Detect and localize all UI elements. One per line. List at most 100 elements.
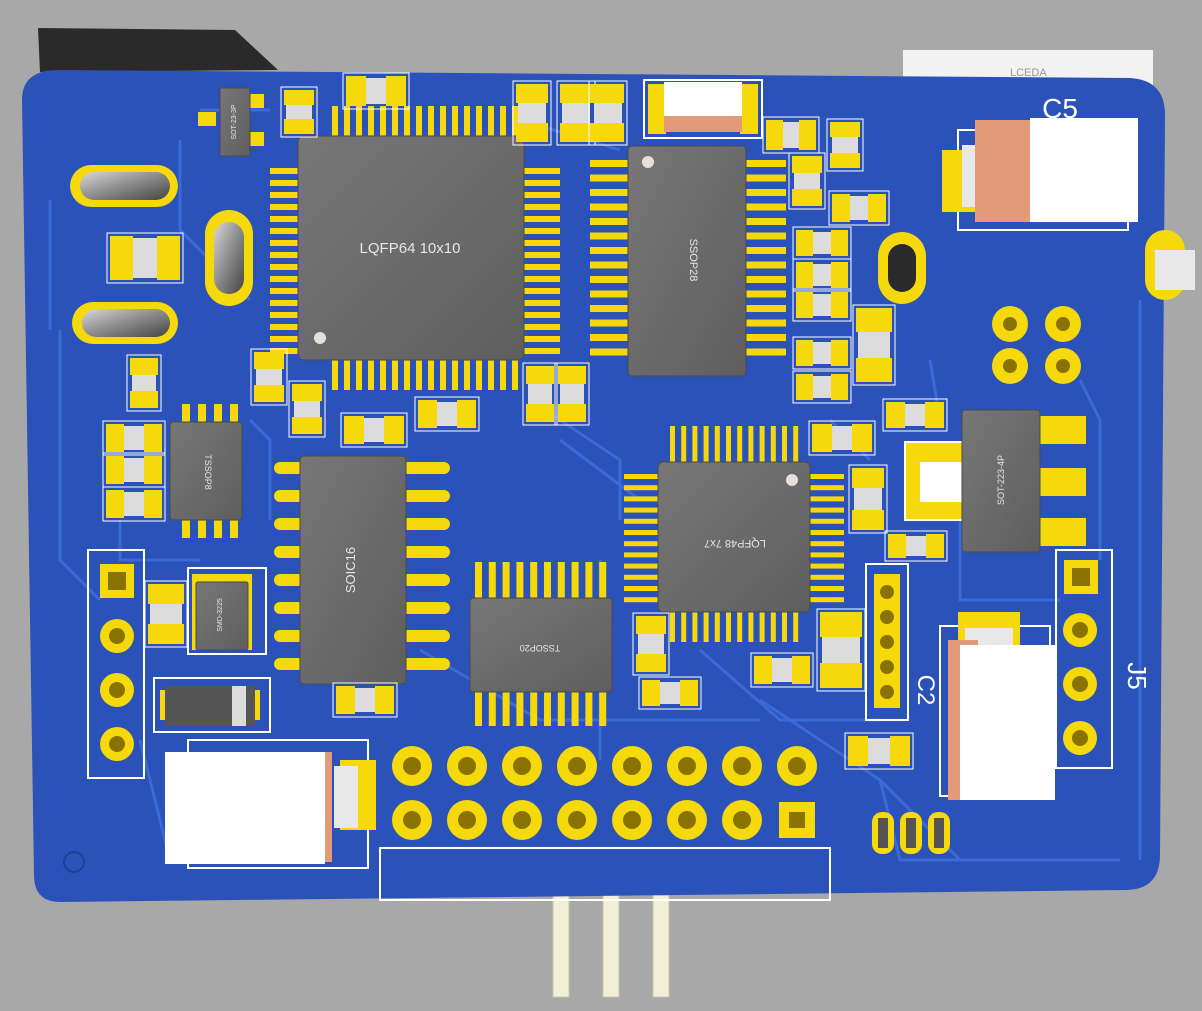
passive-pad [418,400,437,428]
tssop8-label: TSSOP8 [203,454,213,490]
ssop28-pin [744,261,786,269]
passive-pad [375,686,394,714]
lqfp64-pin [522,276,560,282]
tssop8-chip[interactable]: TSSOP8 [169,404,243,538]
power-connector-left[interactable] [165,739,376,869]
lqfp64-pin [332,358,338,390]
ssop28-pin [590,247,630,254]
passive-pad [792,156,822,173]
lqfp48-pin [624,541,660,547]
smd3225-crystal[interactable]: SMD-3225 [187,567,267,655]
tssop20-pin [530,562,538,600]
passive-body [813,232,831,254]
lqfp64-pin [270,312,300,318]
passive-outline [826,118,864,172]
sot223-regulator[interactable]: SOT-223-4P [904,409,1086,553]
passive-pad [558,366,586,384]
lqfp64-pin [416,106,422,138]
lqfp64-pin [440,106,446,138]
soic16-pin [274,462,304,474]
passive-outline [342,72,410,110]
lqfp64-pin [522,216,560,222]
lqfp48-chip[interactable]: LQFP48 7x7 [624,426,844,642]
lqfp64-pin [270,288,300,294]
header-c2[interactable]: C2 [865,563,939,721]
lqfp48-pin [681,426,687,464]
tssop20-pin [502,690,510,726]
passive-body [366,78,386,104]
lqfp64-pin [452,106,458,138]
passive-body [124,426,144,450]
tssop20-pin [488,690,496,726]
lqfp64-pin [270,324,300,330]
top-connector[interactable] [643,79,763,139]
header-j5[interactable]: J5 [1055,549,1152,769]
ssop28-pin [590,203,630,211]
tssop20-pin [516,690,524,726]
passive-outline [788,152,826,210]
passive-pad [754,656,772,684]
soic16-chip[interactable]: SOIC16 [274,455,450,685]
header-pin-hole [733,811,751,829]
passive-pad [852,468,884,488]
passive-outline [554,362,590,426]
ssop28-pin [744,160,786,167]
passive-pad [636,654,666,672]
ssop28-pin [590,218,630,225]
passive-body [906,536,926,556]
lqfp48-pin [782,610,787,642]
tssop20-chip[interactable]: TSSOP20 [469,562,613,726]
header-pin-hole [458,757,476,775]
lqfp64-pin [380,106,386,138]
soic16-pin [402,518,450,530]
tssop20-pin [544,562,551,600]
lqfp48-pin [624,552,660,558]
passive-pad [157,236,180,280]
passive-outline [340,412,408,448]
header-j-left[interactable] [87,549,145,779]
header-2x8[interactable] [392,746,817,840]
power-connector-right[interactable] [939,612,1055,800]
ssop28-chip[interactable]: SSOP28 [590,145,786,377]
header-pin-hole [403,811,421,829]
lqfp64-pin [500,358,506,390]
diode[interactable] [153,677,271,733]
passive-body [594,103,622,123]
lqfp64-pin [452,358,458,390]
lceda-text: LCEDA [1010,67,1047,79]
test-pads[interactable] [992,306,1081,384]
ssop28-pin [590,232,630,240]
lqfp48-pin [808,530,844,535]
lqfp64-pin [522,336,560,342]
to92-pins[interactable] [872,812,950,854]
lqfp48-pin [670,426,675,464]
c5-component[interactable]: C5 [942,93,1138,231]
lqfp64-pin [522,348,560,354]
lqfp64-pin [270,264,300,270]
passive-pad [820,663,862,688]
passive-pad [292,384,322,401]
ssop28-pin [590,319,630,327]
lqfp64-label: LQFP64 10x10 [360,240,461,257]
lqfp48-pin [808,474,844,479]
passive-body [783,122,799,148]
soic16-pin [402,546,450,558]
lqfp64-pin [464,358,470,390]
ssop28-label: SSOP28 [687,239,699,282]
passive-outline [750,652,814,688]
passive-components [102,72,948,770]
sot23-label: SOT-23-3P [231,104,238,139]
header-2x8-outline [379,847,831,901]
soic16-pin [402,630,450,642]
header-pin-hole [788,757,806,775]
c5-silkscreen: C5 [1042,93,1078,124]
sot23-chip[interactable]: SOT-23-3P [198,87,264,157]
lqfp64-chip[interactable]: LQFP64 10x10 [270,105,560,390]
passive-body [794,173,820,189]
passive-outline [884,530,948,562]
passive-pad [516,123,548,142]
lqfp64-pin [488,358,494,390]
passive-outline [848,464,888,534]
passive-pad [130,391,158,408]
